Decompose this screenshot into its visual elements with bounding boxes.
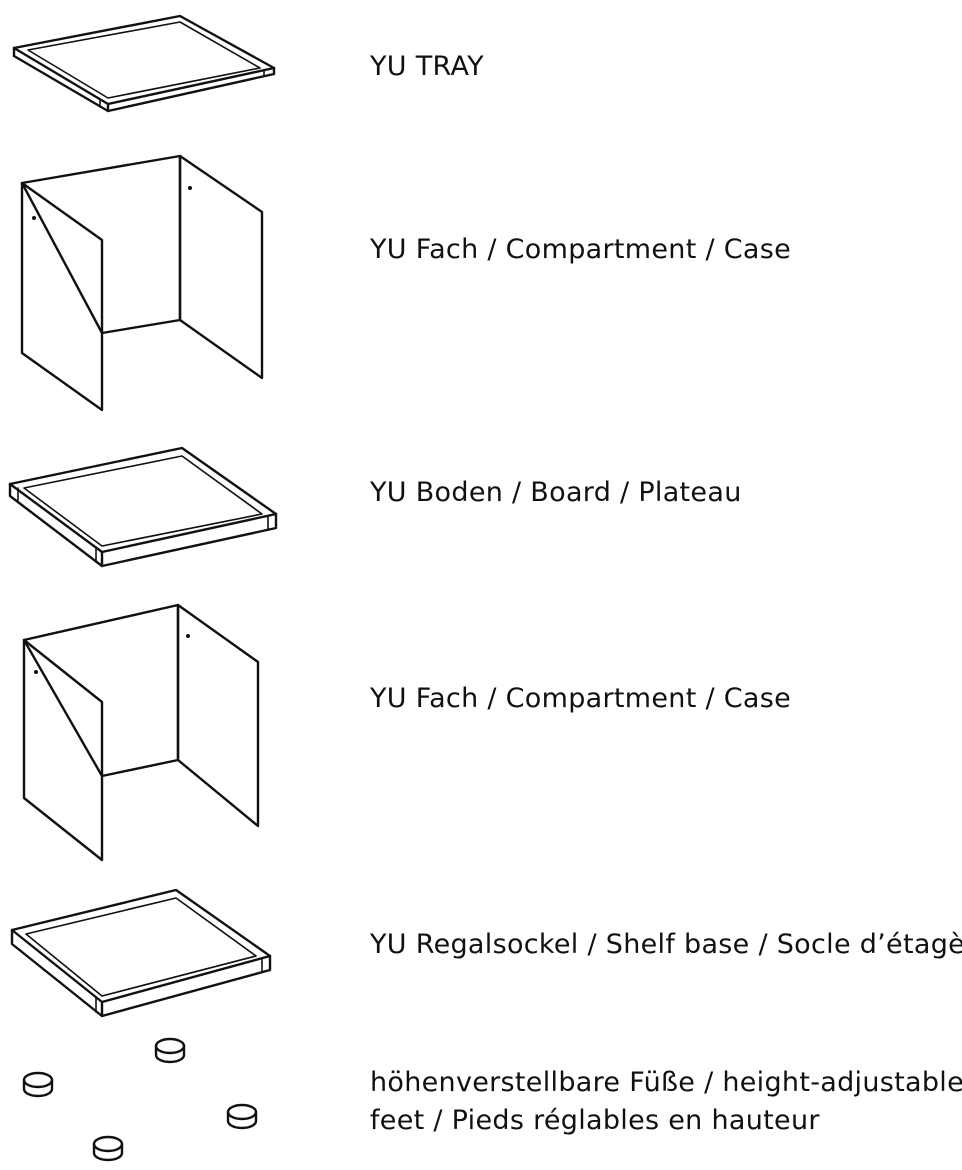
board-label: YU Boden / Board / Plateau (370, 477, 742, 508)
shelf-base-label: YU Regalsockel / Shelf base / Socle d’ét… (370, 929, 962, 960)
feet-label-line1: höhenverstellbare Füße / height-adjustab… (370, 1067, 962, 1098)
foot-icon (226, 1103, 258, 1130)
board-icon (8, 446, 278, 568)
feet-label-line2: feet / Pieds réglables en hauteur (370, 1105, 820, 1136)
compartment-lower-label: YU Fach / Compartment / Case (370, 683, 792, 714)
foot-icon (22, 1071, 54, 1098)
foot-icon (154, 1037, 186, 1064)
foot-icon (92, 1135, 124, 1162)
adjustable-feet-icon (22, 1037, 258, 1162)
tray-icon (12, 14, 276, 113)
tray-label: YU TRAY (370, 51, 484, 82)
compartment-upper-label: YU Fach / Compartment / Case (370, 234, 792, 265)
shelf-base-icon (10, 888, 272, 1018)
compartment-icon (22, 603, 260, 862)
compartment-icon (20, 154, 264, 412)
